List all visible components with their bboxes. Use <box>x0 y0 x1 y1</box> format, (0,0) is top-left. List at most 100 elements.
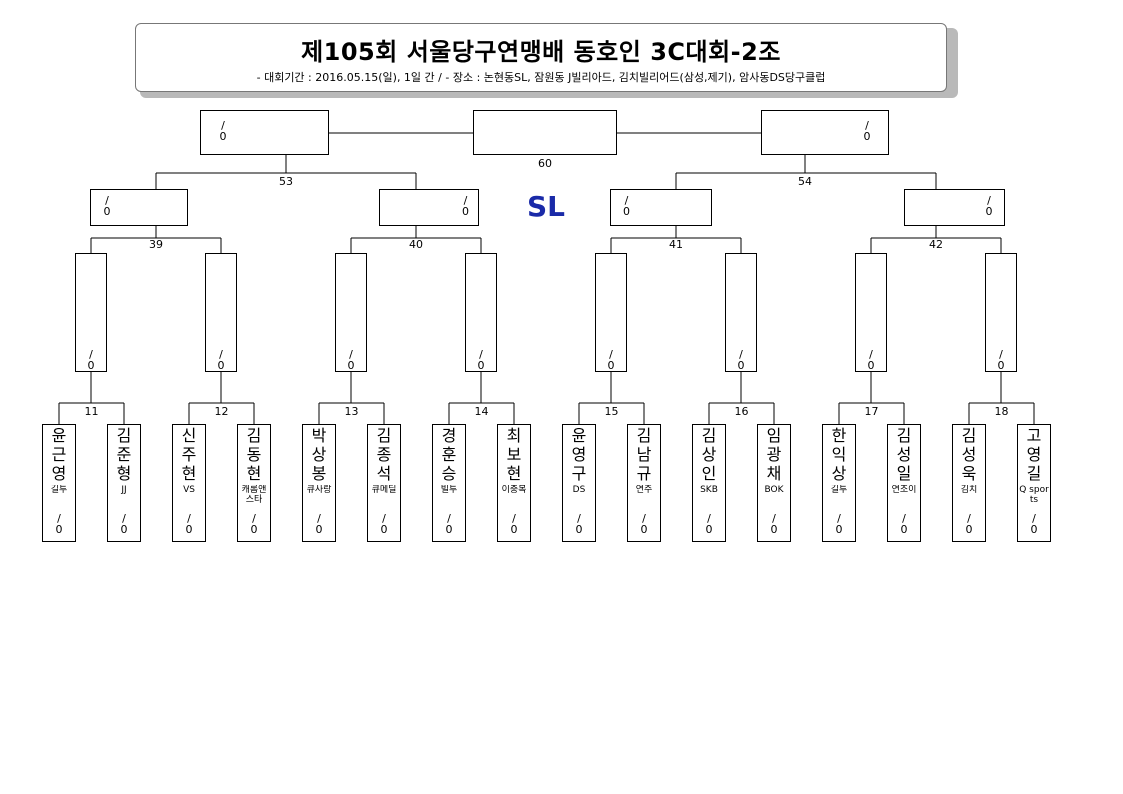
semifinal-slot <box>90 189 188 226</box>
player-card <box>42 424 76 542</box>
player-name: 윤영구 <box>571 426 587 483</box>
score-value: 0 <box>607 359 615 372</box>
player-score: /0 <box>887 513 921 537</box>
score-slash: / <box>865 119 869 132</box>
slot-score: /0 <box>725 349 757 373</box>
player-card <box>172 424 206 542</box>
score-value: 0 <box>185 523 193 536</box>
winner-slot <box>75 253 107 372</box>
player-score: /0 <box>822 513 856 537</box>
winner-slot <box>725 253 757 372</box>
score-slash: / <box>447 512 451 525</box>
score-slash: / <box>772 512 776 525</box>
match-number: 54 <box>798 175 812 188</box>
player-card <box>562 424 596 542</box>
match-number: 13 <box>344 405 359 418</box>
slot-score: /0 <box>985 349 1017 373</box>
score-slash: / <box>122 512 126 525</box>
player-name: 박상봉 <box>311 426 327 483</box>
score-slash: / <box>967 512 971 525</box>
player-club: 이충복 <box>501 485 527 495</box>
page-title: 제105회 서울당구연맹배 동호인 3C대회-2조 <box>301 38 781 66</box>
match-number: 39 <box>149 238 163 251</box>
player-card <box>497 424 531 542</box>
score-value: 0 <box>867 359 875 372</box>
score-value: 0 <box>250 523 258 536</box>
slot-score: /0 <box>595 349 627 373</box>
player-score: /0 <box>692 513 726 537</box>
player-score: /0 <box>237 513 271 537</box>
score-value: 0 <box>445 523 453 536</box>
score-slash: / <box>707 512 711 525</box>
event-info: - 대회기간 : 2016.05.15(일), 1일 간 / - 장소 : 논현… <box>256 71 826 84</box>
score-value: 0 <box>640 523 648 536</box>
player-name: 최보현 <box>506 426 522 483</box>
header-panel: 제105회 서울당구연맹배 동호인 3C대회-2조 - 대회기간 : 2016.… <box>135 23 947 92</box>
player-score: /0 <box>952 513 986 537</box>
player-name: 고영길 <box>1026 426 1042 483</box>
player-club: 연조이 <box>891 485 917 495</box>
score-value: 0 <box>55 523 63 536</box>
slot-score: /0 <box>465 349 497 373</box>
finalist-slot-left <box>200 110 329 155</box>
player-score: /0 <box>1017 513 1051 537</box>
player-score: /0 <box>302 513 336 537</box>
score-value: 0 <box>103 205 111 218</box>
score-value: 0 <box>477 359 485 372</box>
match-number: 53 <box>279 175 293 188</box>
score-value: 0 <box>462 205 469 218</box>
player-card <box>302 424 336 542</box>
venue-label: SL <box>526 190 565 223</box>
slot-score: /0 <box>973 195 1005 219</box>
player-card <box>432 424 466 542</box>
match-number: 14 <box>474 405 489 418</box>
player-club: JJ <box>121 485 127 495</box>
slot-score: /0 <box>200 120 246 144</box>
score-slash: / <box>221 119 225 132</box>
player-name: 윤근영 <box>51 426 67 483</box>
score-value: 0 <box>380 523 388 536</box>
score-slash: / <box>463 194 468 207</box>
player-card <box>1017 424 1051 542</box>
score-slash: / <box>187 512 191 525</box>
score-value: 0 <box>770 523 778 536</box>
score-value: 0 <box>575 523 583 536</box>
score-value: 0 <box>985 205 993 218</box>
match-number: 18 <box>994 405 1009 418</box>
player-name: 김준형 <box>116 426 132 483</box>
player-club: 길투 <box>50 485 68 495</box>
score-slash: / <box>869 348 873 361</box>
match-number: 11 <box>84 405 99 418</box>
slot-score: /0 <box>75 349 107 373</box>
winner-slot <box>985 253 1017 372</box>
score-slash: / <box>739 348 743 361</box>
player-score: /0 <box>107 513 141 537</box>
player-name: 임광채 <box>766 426 782 483</box>
player-name: 김동현 <box>246 426 262 483</box>
player-card <box>627 424 661 542</box>
semifinal-slot <box>379 189 479 226</box>
player-name: 신주현 <box>181 426 197 483</box>
score-slash: / <box>624 194 629 207</box>
player-club: 빌투 <box>440 485 458 495</box>
player-score: /0 <box>367 513 401 537</box>
slot-score: /0 <box>205 349 237 373</box>
score-slash: / <box>902 512 906 525</box>
player-score: /0 <box>432 513 466 537</box>
score-slash: / <box>642 512 646 525</box>
player-name: 김상인 <box>701 426 717 483</box>
score-slash: / <box>577 512 581 525</box>
score-value: 0 <box>315 523 323 536</box>
winner-slot <box>465 253 497 372</box>
player-name: 김종석 <box>376 426 392 483</box>
slot-score: /0 <box>90 195 124 219</box>
player-club: 김치 <box>960 485 978 495</box>
player-club: SKB <box>700 485 718 495</box>
score-slash: / <box>479 348 483 361</box>
player-club: 캐롬앤스타 <box>241 485 267 505</box>
score-slash: / <box>57 512 61 525</box>
score-slash: / <box>349 348 353 361</box>
score-value: 0 <box>219 130 227 143</box>
score-slash: / <box>837 512 841 525</box>
